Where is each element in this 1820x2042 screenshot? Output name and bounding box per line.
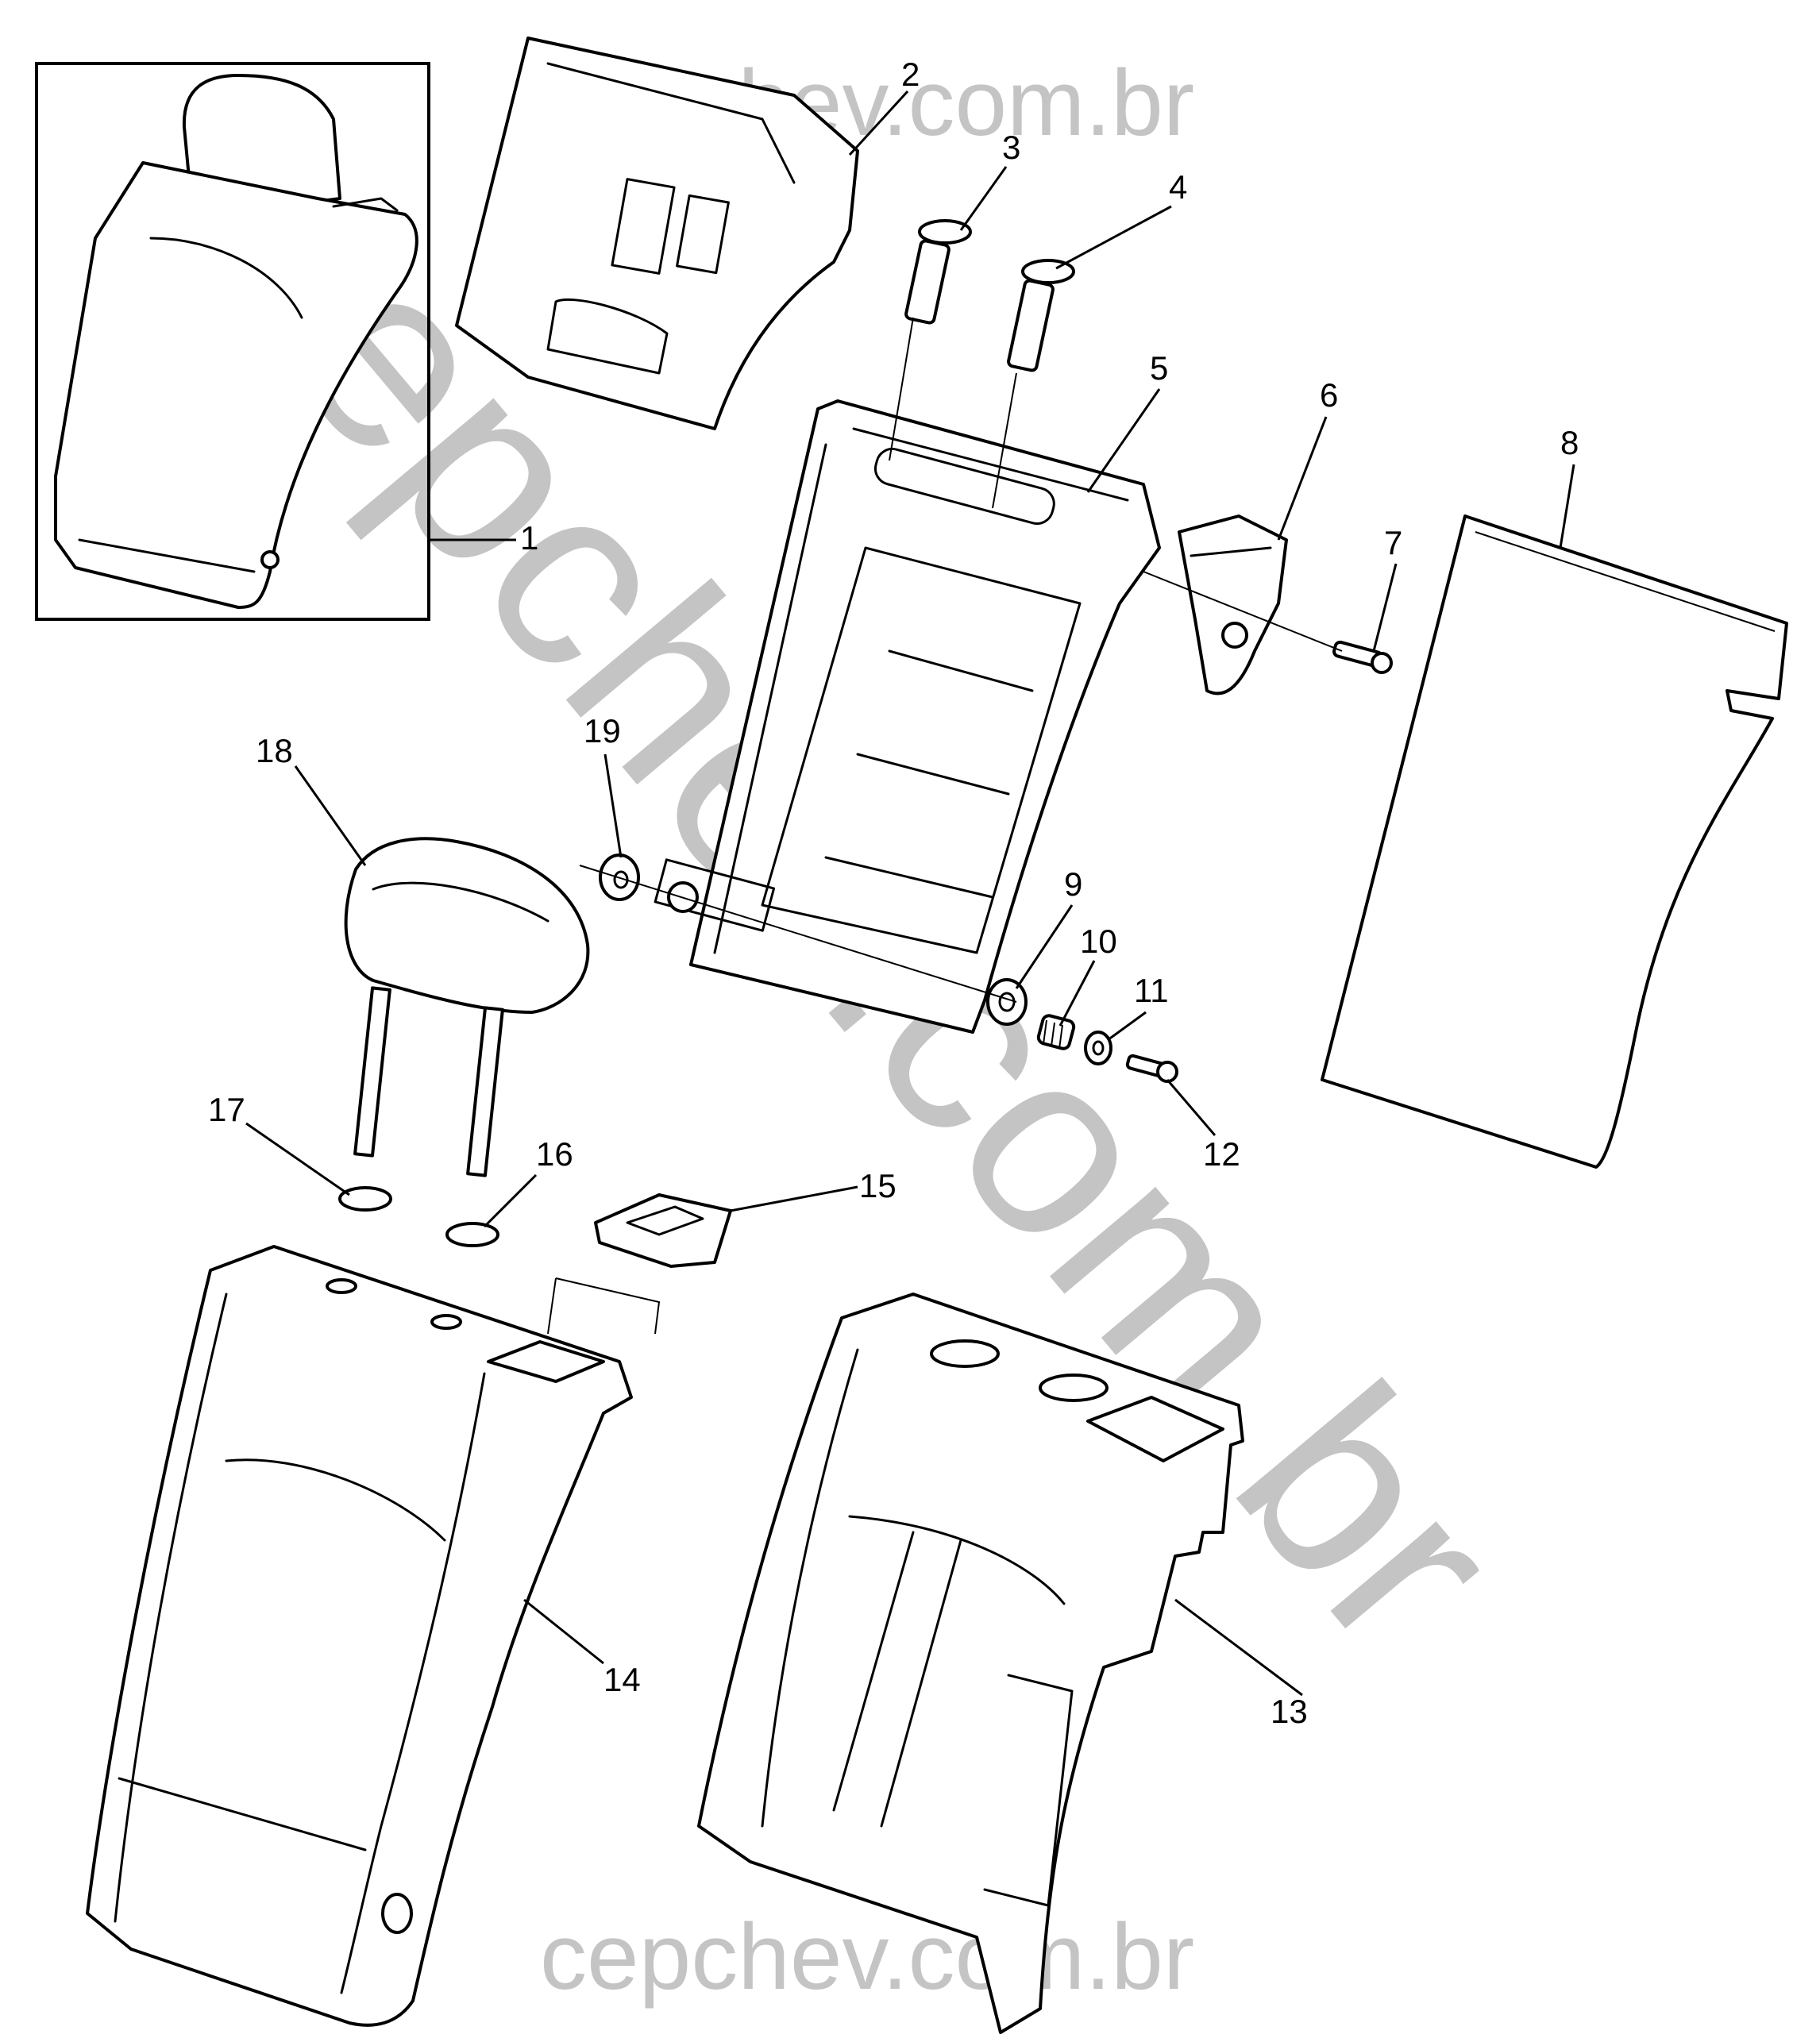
headrest-guide-4 bbox=[1007, 259, 1075, 372]
guide-bezel-16 bbox=[445, 1222, 499, 1247]
nut-11 bbox=[1084, 1031, 1112, 1065]
callout-15: 15 bbox=[859, 1167, 897, 1204]
seatback-cover bbox=[86, 1245, 633, 2027]
latch-bracket bbox=[1178, 514, 1288, 695]
seatback-assembly-inset bbox=[35, 62, 430, 621]
leader-lines bbox=[245, 90, 1575, 1697]
seatback-pad bbox=[697, 1293, 1244, 2034]
upper-trim-panel bbox=[455, 37, 859, 430]
callout-5: 5 bbox=[1150, 349, 1168, 387]
head-restraint bbox=[344, 837, 590, 1177]
callout-12: 12 bbox=[1203, 1135, 1240, 1173]
seatback-frame bbox=[654, 399, 1161, 1034]
callout-2: 2 bbox=[901, 56, 920, 93]
washer-9 bbox=[986, 978, 1028, 1026]
callout-labels: 1 2 3 4 5 6 7 8 9 10 11 12 13 14 15 16 1… bbox=[208, 56, 1579, 1730]
spring-10 bbox=[1036, 1014, 1076, 1050]
callout-18: 18 bbox=[256, 732, 293, 769]
callout-9: 9 bbox=[1064, 865, 1082, 903]
callout-3: 3 bbox=[1002, 129, 1020, 166]
alignment-lines bbox=[579, 317, 1343, 1003]
callout-10: 10 bbox=[1080, 923, 1117, 960]
callout-4: 4 bbox=[1169, 168, 1187, 206]
callout-1: 1 bbox=[520, 519, 538, 557]
callout-6: 6 bbox=[1320, 376, 1338, 414]
screw-12 bbox=[1125, 1054, 1178, 1083]
bolt-7 bbox=[1332, 640, 1393, 674]
rear-panel bbox=[1321, 514, 1788, 1169]
callout-14: 14 bbox=[603, 1661, 641, 1698]
callout-7: 7 bbox=[1384, 524, 1402, 561]
callout-16: 16 bbox=[536, 1135, 573, 1173]
callout-19: 19 bbox=[584, 712, 621, 749]
guide-bezel-17 bbox=[338, 1186, 392, 1212]
callout-11: 11 bbox=[1134, 972, 1169, 1009]
callout-13: 13 bbox=[1271, 1693, 1308, 1730]
watermark-bottom: cepchev.com.br bbox=[540, 1905, 1194, 2009]
callout-8: 8 bbox=[1560, 424, 1579, 461]
belt-escutcheon bbox=[547, 1193, 732, 1335]
callout-17: 17 bbox=[208, 1091, 245, 1128]
headrest-guide-3 bbox=[904, 219, 972, 325]
